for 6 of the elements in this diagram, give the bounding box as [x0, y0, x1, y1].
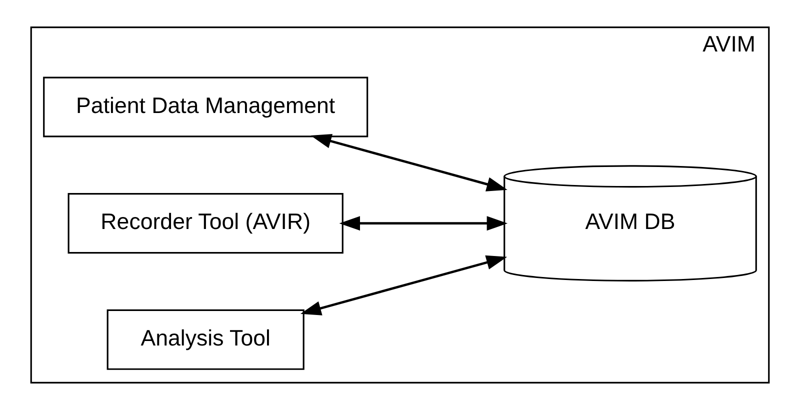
arrow [339, 216, 508, 231]
arrow [310, 134, 508, 192]
arrow [300, 255, 508, 316]
node-box: Patient Data Management [43, 76, 368, 138]
node-box: Recorder Tool (AVIR) [68, 193, 344, 254]
node-box: Analysis Tool [106, 309, 304, 370]
